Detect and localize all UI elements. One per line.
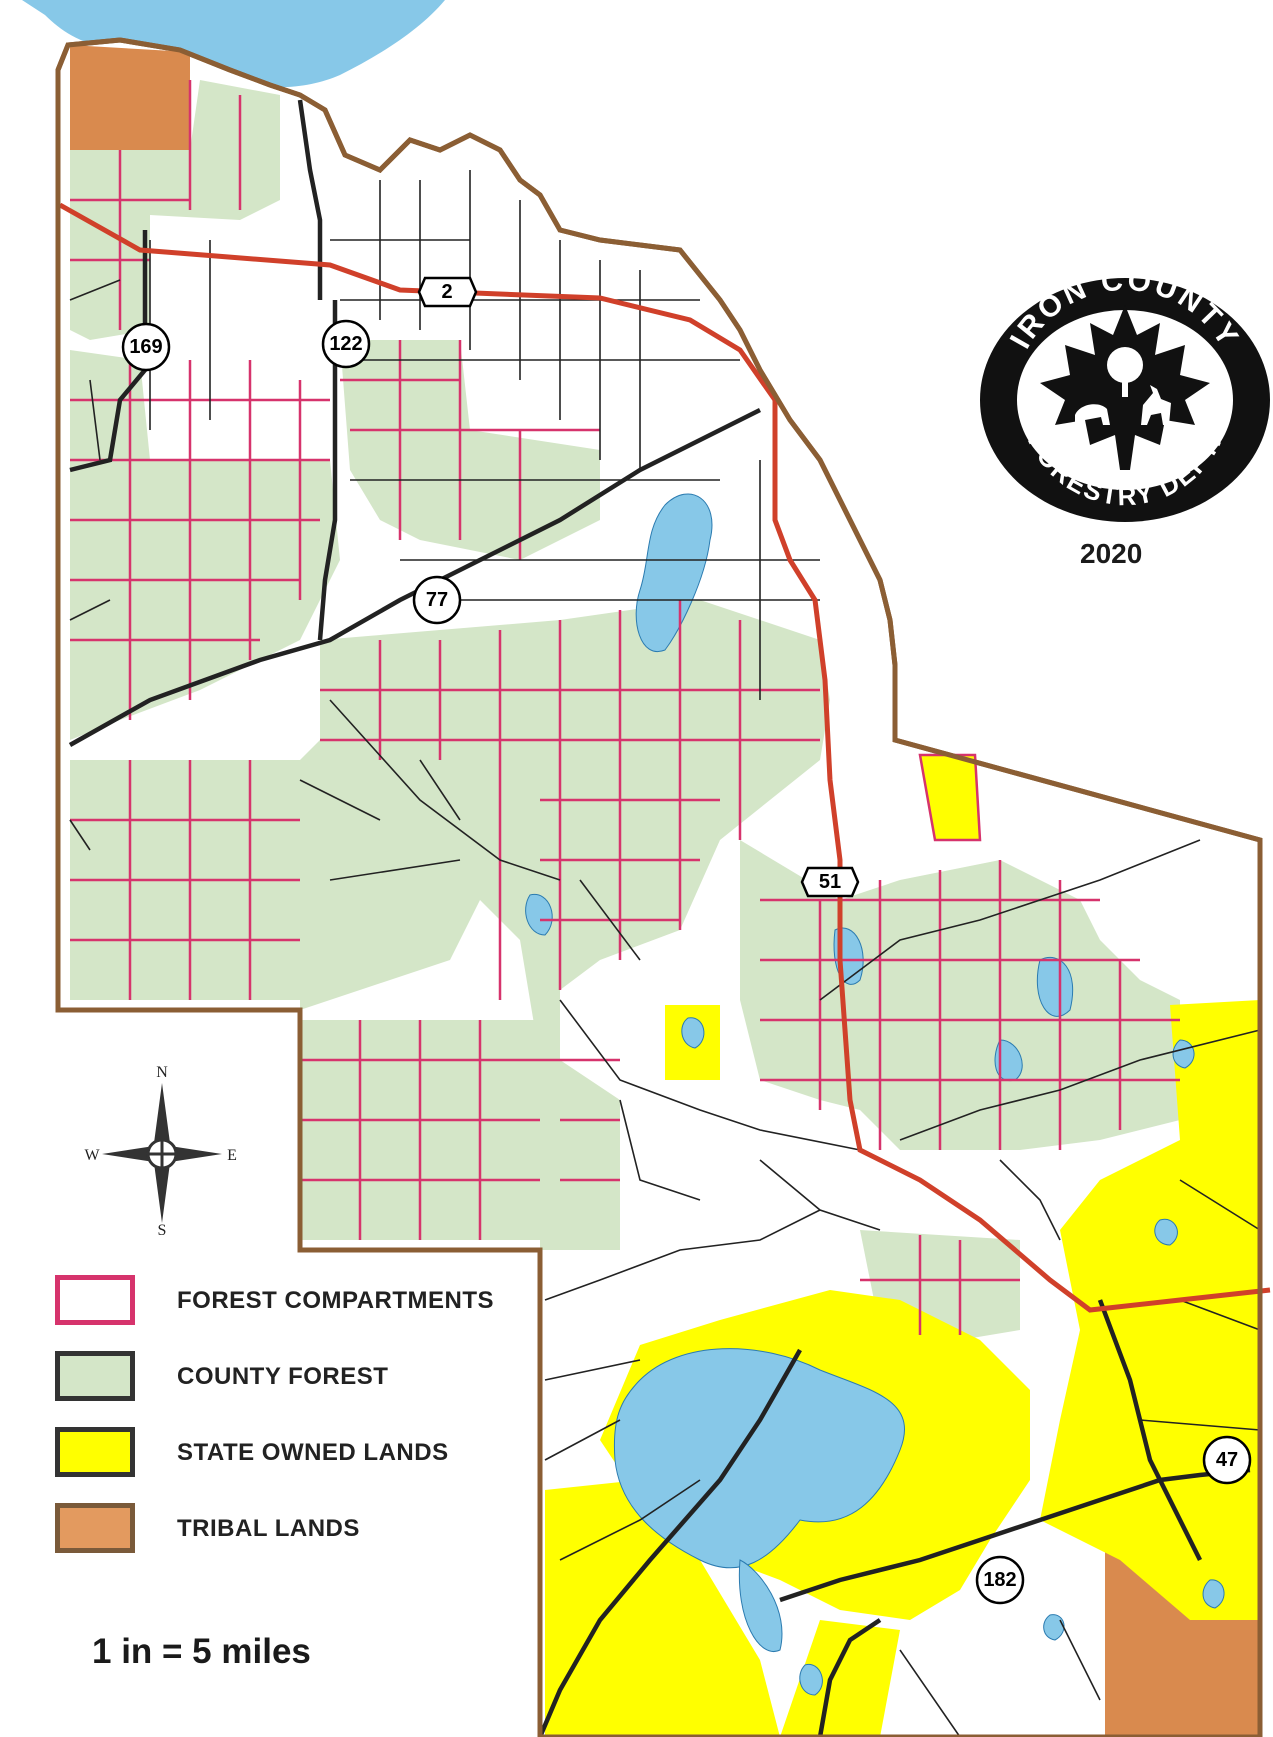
water-bodies — [525, 493, 1225, 1696]
legend-item-state-owned-lands: STATE OWNED LANDS — [55, 1427, 575, 1483]
shield-us-51: 51 — [800, 866, 860, 898]
shield-us-2: 2 — [417, 276, 478, 308]
svg-text:W: W — [84, 1147, 100, 1164]
lake-superior — [22, 0, 445, 88]
highway-routes — [58, 202, 1271, 1313]
svg-text:N: N — [156, 1064, 168, 1081]
iron-county-forestry-seal: IRON COUNTY FORESTRY DEPT. — [980, 275, 1270, 522]
svg-text:S: S — [158, 1222, 167, 1238]
legend-label: TRIBAL LANDS — [177, 1515, 360, 1542]
tribal-land-north — [70, 45, 190, 150]
deer-icon — [1141, 385, 1171, 425]
svg-text:77: 77 — [426, 589, 448, 611]
legend-label: FOREST COMPARTMENTS — [177, 1287, 495, 1314]
legend-swatch — [55, 1427, 135, 1477]
legend-label: STATE OWNED LANDS — [177, 1439, 449, 1466]
legend-item-county-forest: COUNTY FOREST — [55, 1351, 575, 1407]
county-boundary — [55, 37, 1263, 1737]
forest-compartments — [70, 80, 1180, 1335]
shield-47: 47 — [1202, 1435, 1252, 1485]
legend-item-tribal-lands: TRIBAL LANDS — [55, 1503, 575, 1559]
legend-swatch — [55, 1275, 135, 1325]
svg-text:122: 122 — [329, 333, 362, 355]
map-scale: 1 in = 5 miles — [92, 1632, 311, 1671]
shield-77: 77 — [412, 575, 462, 625]
svg-text:51: 51 — [819, 871, 841, 893]
legend-swatch — [55, 1503, 135, 1553]
legend-swatch — [55, 1351, 135, 1401]
local-roads — [69, 170, 1261, 1737]
svg-text:2: 2 — [441, 281, 452, 303]
legend-item-forest-compartments: FOREST COMPARTMENTS — [55, 1275, 575, 1331]
svg-text:169: 169 — [129, 336, 162, 358]
svg-text:E: E — [227, 1147, 237, 1164]
map-year: 2020 — [1080, 538, 1143, 569]
compass-rose: N S W E — [84, 1064, 237, 1238]
shield-122: 122 — [321, 319, 371, 369]
svg-text:182: 182 — [983, 1569, 1016, 1591]
shield-169: 169 — [121, 322, 171, 372]
legend-label: COUNTY FOREST — [177, 1363, 389, 1390]
svg-text:47: 47 — [1216, 1449, 1238, 1471]
shield-182: 182 — [975, 1555, 1025, 1605]
bear-icon — [1075, 404, 1110, 427]
